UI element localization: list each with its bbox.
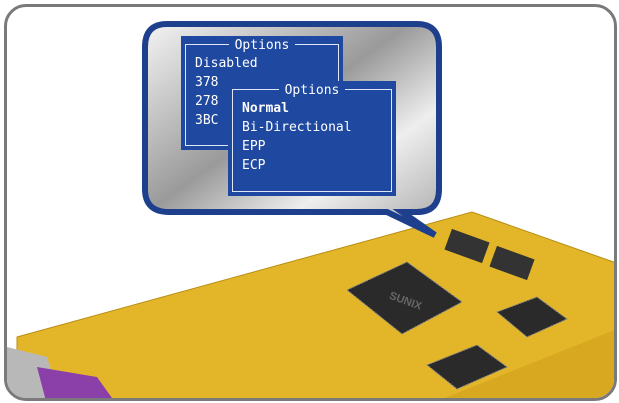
ribbon xyxy=(37,367,112,398)
mode-options-menu: Options Normal Bi-Directional EPP ECP xyxy=(228,81,396,196)
option-epp[interactable]: EPP xyxy=(242,139,266,154)
dip-switch-2 xyxy=(489,245,535,281)
option-ecp[interactable]: ECP xyxy=(242,158,266,173)
option-378[interactable]: 378 xyxy=(195,75,219,90)
option-disabled[interactable]: Disabled xyxy=(195,56,258,71)
chip-small-2 xyxy=(426,344,508,390)
option-278[interactable]: 278 xyxy=(195,94,219,109)
option-normal[interactable]: Normal xyxy=(242,101,289,116)
pci-connector xyxy=(444,330,614,398)
menu-title: Options xyxy=(278,83,346,98)
dip-switch-1 xyxy=(444,228,490,264)
chip-small-1 xyxy=(496,296,568,338)
image-frame: SUNIX Options Disabled 378 278 3BC Optio… xyxy=(4,4,617,401)
option-3bc[interactable]: 3BC xyxy=(195,113,219,128)
menu-title: Options xyxy=(228,38,296,53)
chip-main xyxy=(346,261,463,335)
option-bi-directional[interactable]: Bi-Directional xyxy=(242,120,352,135)
